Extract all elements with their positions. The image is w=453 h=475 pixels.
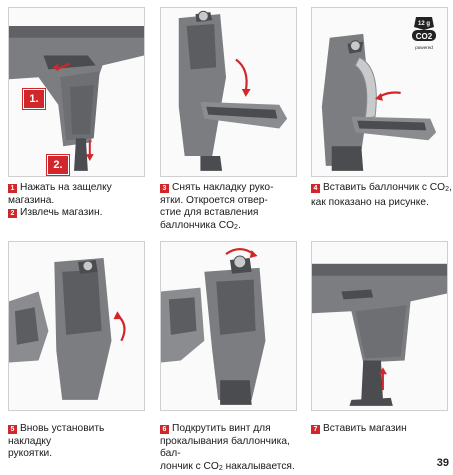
illustration-panel-1: 1. 2. (8, 7, 145, 177)
illustration-panel-6 (311, 241, 448, 411)
co2-badge-middle: CO2 (416, 32, 433, 41)
caption-tail: накалывается. (222, 460, 295, 472)
caption-line: лончик с CO2 накалывается. (160, 461, 310, 475)
caption-text: баллончика CO (160, 219, 235, 231)
caption-line: ятки. Откроется отвер- (160, 195, 302, 208)
co2-badge-bottom: powered (415, 45, 433, 50)
caption-line: баллончика CO2. (160, 220, 302, 235)
caption-text: Вставить баллончик с CO (323, 182, 446, 193)
pistol-magazine-release-illustration (9, 8, 144, 176)
caption-text: ятки. Откроется отвер- (160, 194, 268, 206)
step-number-1: 1 (8, 184, 17, 193)
caption-text: Подкрутить винт для (172, 423, 271, 434)
caption-text: магазина. (8, 194, 55, 206)
caption-text: Нажать на защелку (20, 182, 112, 193)
caption-text: как показано на рисунке. (311, 196, 429, 208)
caption-tail: , (448, 182, 452, 193)
pistol-grip-cover-illustration (161, 8, 296, 176)
step-number-7: 7 (311, 425, 320, 434)
step-number-4: 4 (311, 184, 320, 193)
pistol-insert-magazine-illustration (312, 242, 447, 410)
step-number-3: 3 (160, 184, 169, 193)
pistol-reinstall-cover-illustration (9, 242, 144, 410)
subscript: 2 (445, 186, 449, 193)
caption-line: рукоятки. (8, 448, 150, 461)
illustration-panel-4 (8, 241, 145, 411)
illustration-panel-2 (160, 7, 297, 177)
step-number-6: 6 (160, 425, 169, 434)
subscript: 2 (218, 464, 223, 472)
caption-text: стие для вставления (160, 207, 259, 219)
caption-text: Снять накладку руко- (172, 182, 274, 193)
caption-text: прокалывания баллончика, бал- (160, 435, 290, 460)
caption-text: рукоятки. (8, 448, 53, 460)
step-number-5: 5 (8, 425, 17, 434)
caption-text: лончик с CO (160, 460, 219, 472)
step-badge-1: 1. (23, 89, 45, 109)
caption-text: Вставить магазин (323, 423, 407, 434)
caption-line: магазина. (8, 195, 150, 208)
caption-text: Извлечь магазин. (20, 207, 103, 219)
co2-12g-badge: 12 g CO2 powered (408, 15, 440, 53)
caption-text: Вновь установить накладку (8, 423, 105, 447)
caption-line: стие для вставления (160, 207, 302, 220)
step-badge-2: 2. (47, 155, 69, 175)
step-number-2: 2 (8, 209, 17, 219)
subscript: 2 (234, 223, 238, 231)
caption-tail: . (237, 219, 241, 231)
caption-line: как показано на рисунке. (311, 197, 453, 210)
caption-line: прокалывания баллончика, бал- (160, 436, 310, 461)
co2-badge-top: 12 g (418, 21, 430, 27)
page-number: 39 (436, 457, 449, 469)
illustration-panel-3: 12 g CO2 powered (311, 7, 448, 177)
illustration-panel-5 (160, 241, 297, 411)
pistol-piercing-screw-illustration (161, 242, 296, 410)
